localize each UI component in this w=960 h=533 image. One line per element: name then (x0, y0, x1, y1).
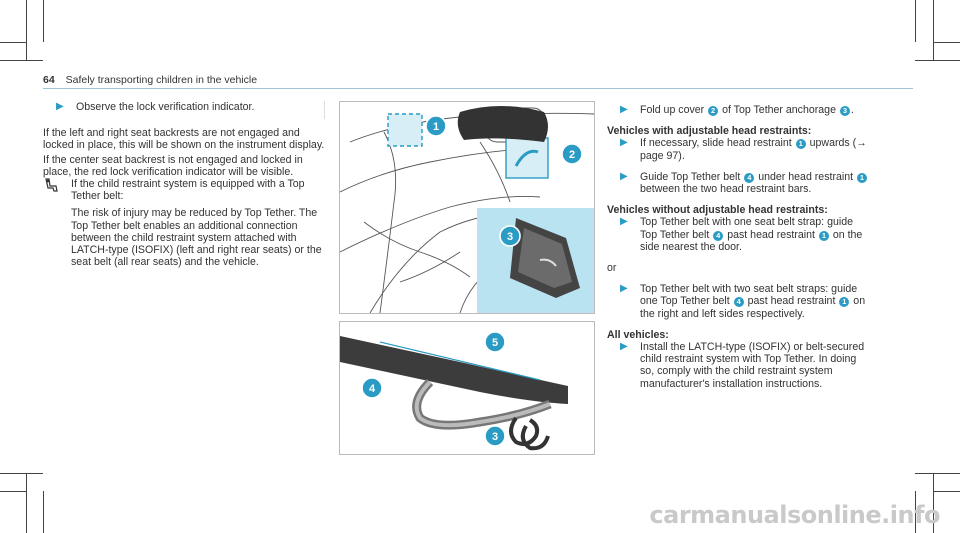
instruction-arrow-icon: ▶ (620, 137, 628, 149)
step-two-straps: ▶ Top Tether belt with two seat belt str… (607, 283, 869, 320)
ref-number: 2 (708, 106, 719, 116)
step4-text: Top Tether belt with one seat belt strap… (640, 216, 853, 241)
step3-mid: under head restraint (758, 170, 854, 183)
crop-mark-br-h (933, 491, 960, 492)
paragraph-center-backrest: If the center seat backrest is not engag… (43, 153, 303, 178)
seat-illustration: 1 2 3 (340, 106, 594, 313)
svg-text:3: 3 (492, 431, 498, 443)
note-condition: If the child restraint system is equippe… (71, 178, 305, 203)
instruction-arrow-icon: ▶ (620, 283, 628, 295)
svg-text:3: 3 (507, 231, 513, 243)
step1-suffix: . (850, 104, 854, 116)
crop-mark-tr-v2 (933, 0, 934, 60)
step-install-system: ▶ Install the LATCH-type (ISOFIX) or bel… (607, 341, 869, 390)
callout-3b: 3 (484, 425, 506, 447)
instruction-arrow-icon: ▶ (620, 104, 628, 115)
heading-adjustable: Vehicles with adjustable head restraints… (607, 125, 812, 138)
crop-mark-bl-h (0, 491, 26, 492)
section-title: Safely transporting children in the vehi… (65, 74, 258, 86)
figure-top-tether-belt: 5 4 3 (339, 321, 595, 455)
step3-text: Guide Top Tether belt (640, 170, 741, 183)
note-body: The risk of injury may be reduced by Top… (71, 207, 322, 269)
left-column: ▶ Observe the lock verification indicato… (43, 101, 325, 268)
instruction-arrow-icon: ▶ (620, 170, 628, 182)
step-fold-cover: ▶ Fold up cover 2 of Top Tether anchorag… (607, 104, 869, 116)
step1-text: Fold up cover (640, 104, 705, 116)
step-guide-belt-under: ▶ Guide Top Tether belt 4 under head res… (607, 171, 869, 195)
child-seat-icon (45, 178, 58, 192)
step1-mid: of Top Tether anchorage (722, 104, 836, 116)
step5-mid: past head restraint (747, 295, 836, 308)
tether-belt-illustration: 5 4 3 (340, 331, 568, 451)
ref-number: 3 (839, 106, 850, 116)
callout-2: 2 (561, 143, 583, 165)
step-slide-head-restraint: ▶ If necessary, slide head restraint 1 u… (607, 137, 869, 161)
callout-1: 1 (425, 115, 447, 137)
crop-mark-bl-h2 (0, 473, 43, 474)
instruction-arrow-icon: ▶ (620, 216, 628, 228)
crop-mark-tl-v (43, 0, 44, 42)
step-one-strap: ▶ Top Tether belt with one seat belt str… (607, 216, 869, 253)
header-rule (43, 88, 913, 89)
observe-instruction: ▶ Observe the lock verification indicato… (43, 101, 325, 120)
watermark: carmanualsonline.info (649, 501, 940, 529)
ref-number: 1 (839, 297, 850, 308)
crop-mark-br-h2 (915, 473, 960, 474)
ref-number: 1 (795, 139, 806, 150)
crop-mark-tl-h (0, 42, 26, 43)
heading-non-adjustable: Vehicles without adjustable head restrai… (607, 204, 828, 217)
crop-mark-tl-h2 (0, 60, 43, 61)
crop-mark-tr-v (915, 0, 916, 42)
svg-text:2: 2 (569, 149, 575, 161)
observe-text: Observe the lock verification indicator. (76, 101, 255, 113)
step4-suffix: on the side nearest the door. (640, 228, 863, 253)
ref-number: 1 (857, 172, 868, 183)
step2-text: If necessary, slide head restraint (640, 137, 792, 150)
instruction-arrow-icon: ▶ (56, 101, 64, 112)
step6-text: Install the LATCH-type (ISOFIX) or belt-… (640, 341, 865, 390)
step5-text: Top Tether belt with two seat belt strap… (640, 283, 858, 308)
callout-5: 5 (484, 331, 506, 353)
instruction-arrow-icon: ▶ (620, 341, 628, 353)
step2-suffix: upwards (→ page 97). (640, 137, 867, 162)
page-header: 64 Safely transporting children in the v… (43, 74, 257, 86)
svg-text:4: 4 (369, 383, 376, 395)
crop-mark-bl-v2 (26, 473, 27, 533)
crop-mark-tr-h (933, 42, 960, 43)
crop-mark-br-v (915, 491, 916, 533)
callout-4: 4 (361, 377, 383, 399)
figure-head-restraint-anchorage: 1 2 3 (339, 101, 595, 314)
ref-number: 1 (818, 230, 829, 241)
ref-number: 4 (744, 172, 755, 183)
ref-number: 4 (713, 230, 724, 241)
crop-mark-br-v2 (933, 473, 934, 533)
crop-mark-tl-v2 (26, 0, 27, 60)
right-column: ▶ Fold up cover 2 of Top Tether anchorag… (607, 104, 869, 399)
step5-suffix: on the right and left sides respectively… (640, 295, 866, 320)
heading-all-vehicles: All vehicles: (607, 328, 669, 341)
step3-suffix: between the two head restraint bars. (640, 183, 812, 196)
svg-text:5: 5 (492, 337, 498, 349)
crop-mark-bl-v (43, 491, 44, 533)
top-tether-note: If the child restraint system is equippe… (43, 178, 325, 268)
callout-3: 3 (499, 225, 521, 247)
crop-mark-tr-h2 (915, 60, 960, 61)
step4-mid: past head restraint (727, 228, 815, 241)
svg-text:1: 1 (433, 121, 439, 133)
page-number: 64 (43, 74, 55, 86)
or-label: or (607, 262, 617, 275)
paragraph-left-right-backrests: If the left and right seat backrests are… (43, 127, 325, 152)
ref-number: 4 (733, 297, 744, 308)
